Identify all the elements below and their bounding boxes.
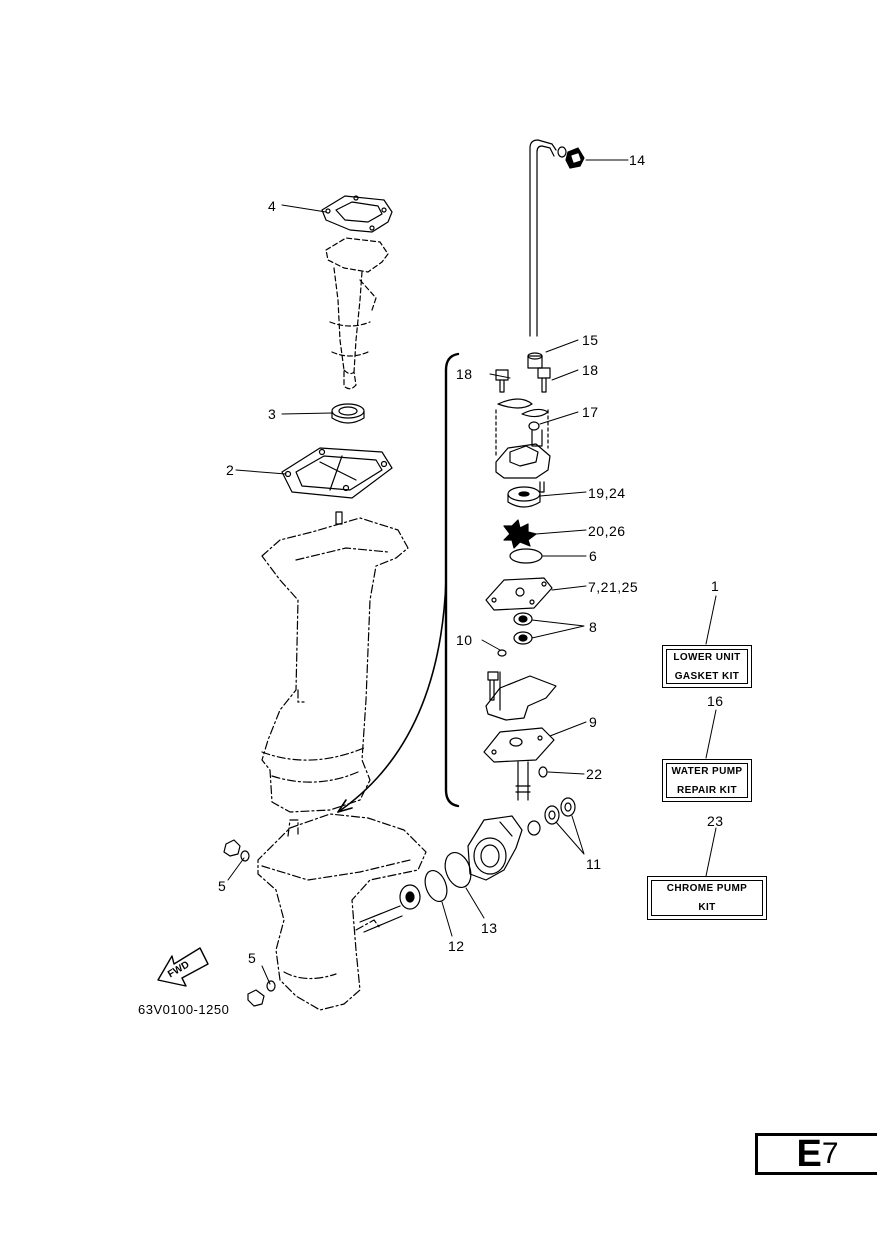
kit-line-1: LOWER UNIT	[673, 651, 741, 663]
assembly-arrow	[337, 579, 447, 813]
diagram-reference-code: 63V0100-1250	[138, 1002, 230, 1017]
kit-box-inner: CHROME PUMP KIT	[651, 880, 763, 916]
manifold-gasket-part	[321, 195, 393, 233]
leader-lines	[227, 159, 717, 985]
callout-18-right: 18	[582, 362, 599, 378]
pump-base-part	[485, 671, 557, 721]
chrome-pump-kit-box: CHROME PUMP KIT	[647, 876, 767, 920]
callout-13: 13	[481, 920, 498, 936]
oil-seal-part	[513, 612, 533, 645]
callout-15: 15	[582, 332, 599, 348]
callout-5-lower: 5	[248, 950, 257, 966]
kit-line-1: CHROME PUMP	[666, 883, 748, 894]
pump-housing-part	[495, 429, 551, 493]
hose-fitting-part	[527, 352, 543, 369]
assembly-bracket	[444, 352, 460, 808]
bolt-right-part	[537, 367, 551, 393]
pin-part	[538, 766, 548, 778]
impeller-part	[503, 519, 537, 549]
grommet-part	[565, 147, 585, 169]
page-number: 7	[821, 1137, 839, 1170]
exhaust-tube-part	[325, 237, 389, 390]
callout-7-21-25: 7,21,25	[588, 579, 639, 595]
drain-plug-upper-part	[223, 839, 250, 862]
callout-23: 23	[707, 813, 724, 829]
o-ring-part	[509, 548, 543, 564]
callout-10: 10	[456, 632, 473, 648]
callout-16: 16	[707, 693, 724, 709]
drain-plug-lower-part	[247, 980, 276, 1007]
small-o-ring-part	[497, 649, 507, 657]
callout-9: 9	[589, 714, 598, 730]
callout-2: 2	[226, 462, 235, 478]
fwd-arrow-icon	[157, 947, 209, 987]
bushing-part	[527, 797, 576, 836]
callout-12: 12	[448, 938, 465, 954]
kit-box-inner: WATER PUMP REPAIR KIT	[666, 763, 748, 798]
callout-8: 8	[589, 619, 598, 635]
kit-line-2: KIT	[698, 902, 716, 913]
page-code-box: E 7	[755, 1133, 877, 1175]
seal-part	[331, 403, 365, 424]
shift-rod-part	[529, 139, 567, 337]
callout-19-24: 19,24	[588, 485, 626, 501]
kit-box-inner: LOWER UNIT GASKET KIT	[666, 649, 748, 684]
kit-line-2: GASKET KIT	[674, 670, 740, 682]
upper-casing-gasket-part	[281, 447, 393, 499]
drive-shaft-part	[515, 761, 531, 801]
outer-plate-part	[485, 577, 553, 611]
dowel-pin-part	[335, 511, 343, 525]
lower-unit-gasket-kit-box: LOWER UNIT GASKET KIT	[662, 645, 752, 688]
kit-line-1: WATER PUMP	[671, 765, 743, 777]
callout-6: 6	[589, 548, 598, 564]
callout-22: 22	[586, 766, 603, 782]
bolt-left-part	[495, 369, 509, 393]
callout-11: 11	[586, 856, 602, 872]
page-letter: E	[796, 1133, 822, 1175]
large-o-ring-part-12	[424, 869, 448, 903]
callout-18-left: 18	[456, 366, 473, 382]
washer-plates-part	[497, 398, 549, 431]
callout-3: 3	[268, 406, 277, 422]
callout-4: 4	[268, 198, 277, 214]
lower-casing-part	[257, 813, 427, 1011]
callout-20-26: 20,26	[588, 523, 626, 539]
bearing-housing-part	[359, 884, 421, 933]
water-inlet-cover-part	[467, 815, 523, 881]
kit-line-2: REPAIR KIT	[677, 784, 737, 796]
callout-14: 14	[629, 152, 646, 168]
insert-cartridge-part	[507, 486, 541, 508]
callout-1: 1	[711, 578, 720, 594]
callout-5-upper: 5	[218, 878, 227, 894]
water-pump-repair-kit-box: WATER PUMP REPAIR KIT	[662, 759, 752, 802]
pump-gasket-part	[483, 727, 555, 763]
large-o-ring-part-13	[444, 851, 472, 889]
callout-17: 17	[582, 404, 599, 420]
